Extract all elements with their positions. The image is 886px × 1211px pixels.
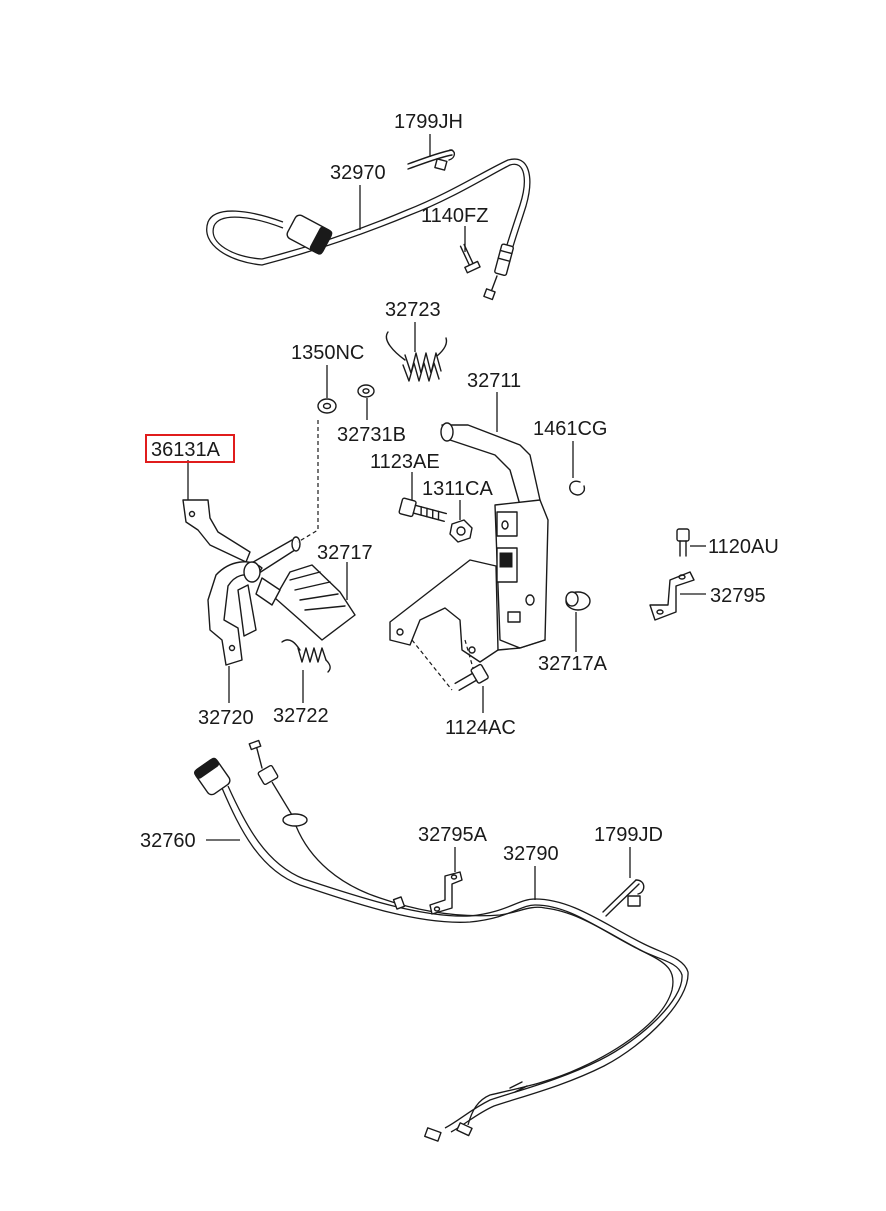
label-32760: 32760 — [140, 830, 196, 852]
pedal-arm-32720 — [207, 561, 263, 666]
label-1799JH: 1799JH — [394, 111, 463, 133]
part-labels: 1799JH 32970 1140FZ 32723 1350NC 32711 3… — [140, 111, 779, 865]
label-32795: 32795 — [710, 585, 766, 607]
bolt-1140FZ — [459, 243, 481, 274]
label-32790: 32790 — [503, 843, 559, 865]
bushing-32717A — [565, 591, 591, 611]
label-32970: 32970 — [330, 162, 386, 184]
bolt-1120AU — [676, 528, 690, 557]
shaft — [247, 536, 301, 576]
label-36131A: 36131A — [151, 439, 221, 461]
bracket-32795A — [429, 871, 463, 915]
leader-lines — [187, 134, 706, 900]
label-1120AU: 1120AU — [708, 536, 779, 558]
clip-1799JH — [407, 149, 456, 171]
highlight-box-36131A — [145, 434, 235, 463]
label-1124AC: 1124AC — [445, 717, 516, 739]
label-32717: 32717 — [317, 542, 373, 564]
label-32717A: 32717A — [538, 653, 608, 675]
cable-32970 — [206, 158, 531, 301]
label-32711: 32711 — [467, 370, 521, 392]
pedal-pad-32717 — [255, 564, 356, 641]
label-1311CA: 1311CA — [422, 478, 493, 500]
bracket-32711 — [389, 422, 549, 663]
spring-32722 — [281, 639, 331, 673]
washer-32731B — [357, 384, 375, 398]
nut-1311CA — [449, 519, 473, 543]
bolt-1123AE — [398, 497, 448, 522]
bolt-1124AC — [454, 663, 489, 691]
label-1123AE: 1123AE — [370, 451, 440, 473]
label-32731B: 32731B — [337, 424, 406, 446]
cable-32790 — [248, 739, 674, 1137]
label-1140FZ: 1140FZ — [421, 205, 488, 227]
cable-32760 — [193, 757, 689, 1142]
label-32720: 32720 — [198, 707, 254, 729]
label-1461CG: 1461CG — [533, 418, 608, 440]
label-1799JD: 1799JD — [594, 824, 663, 846]
spring-32723 — [385, 331, 448, 382]
label-32723: 32723 — [385, 299, 441, 321]
label-32795A: 32795A — [418, 824, 488, 846]
pedal-bracket-36131A — [182, 499, 251, 563]
cable-clip — [392, 896, 406, 910]
label-1350NC: 1350NC — [291, 342, 364, 364]
label-32722: 32722 — [273, 705, 329, 727]
clip-1461CG — [569, 480, 586, 496]
bracket-32795 — [649, 571, 695, 621]
clip-1799JD — [602, 879, 645, 917]
washer-1350NC — [317, 398, 337, 414]
